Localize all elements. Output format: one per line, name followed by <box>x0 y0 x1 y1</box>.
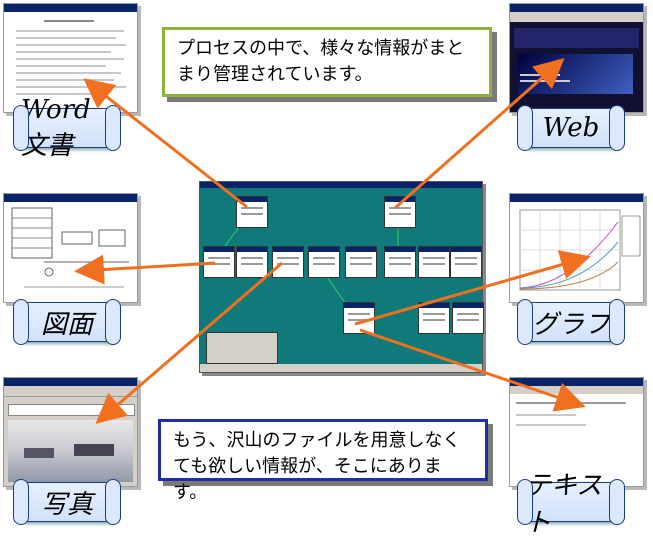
graph-sketch <box>519 209 641 291</box>
control-panel[interactable] <box>206 332 278 364</box>
process-node[interactable] <box>452 302 484 334</box>
word-document-thumbnail <box>3 3 138 113</box>
photo-thumbnail <box>3 377 138 487</box>
web-label: Web <box>517 105 625 151</box>
process-node[interactable] <box>203 246 235 278</box>
process-flow-window <box>199 181 484 373</box>
process-node[interactable] <box>236 196 268 228</box>
bottom-callout: もう、沢山のファイルを用意しなくても欲しい情報が、そこにあります。 <box>158 419 488 503</box>
process-node[interactable] <box>236 246 268 278</box>
web-thumbnail <box>509 3 644 113</box>
process-node[interactable] <box>272 246 304 278</box>
window-titlebar <box>510 194 643 202</box>
process-node[interactable] <box>384 196 416 228</box>
process-node[interactable] <box>418 302 450 334</box>
window-titlebar <box>510 378 643 386</box>
window-titlebar <box>4 194 137 202</box>
status-bar <box>200 364 482 372</box>
window-titlebar <box>510 4 643 12</box>
graph-thumbnail <box>509 193 644 303</box>
drawing-thumbnail <box>3 193 138 303</box>
process-node[interactable] <box>418 246 450 278</box>
top-callout: プロセスの中で、様々な情報がまとまり管理されています。 <box>162 27 492 97</box>
window-titlebar <box>4 4 137 12</box>
process-node[interactable] <box>345 246 377 278</box>
process-node[interactable] <box>343 302 375 334</box>
process-node[interactable] <box>384 246 416 278</box>
drawing-sketch <box>11 207 129 288</box>
graph-label: グラフ <box>517 299 625 345</box>
word-document-label: Word文書 <box>13 95 121 161</box>
drawing-label: 図面 <box>13 299 121 345</box>
text-label: テキスト <box>517 471 625 538</box>
process-node[interactable] <box>450 246 482 278</box>
photo-label: 写真 <box>13 479 121 525</box>
window-titlebar <box>4 378 137 386</box>
process-node[interactable] <box>308 246 340 278</box>
window-titlebar <box>200 182 482 188</box>
